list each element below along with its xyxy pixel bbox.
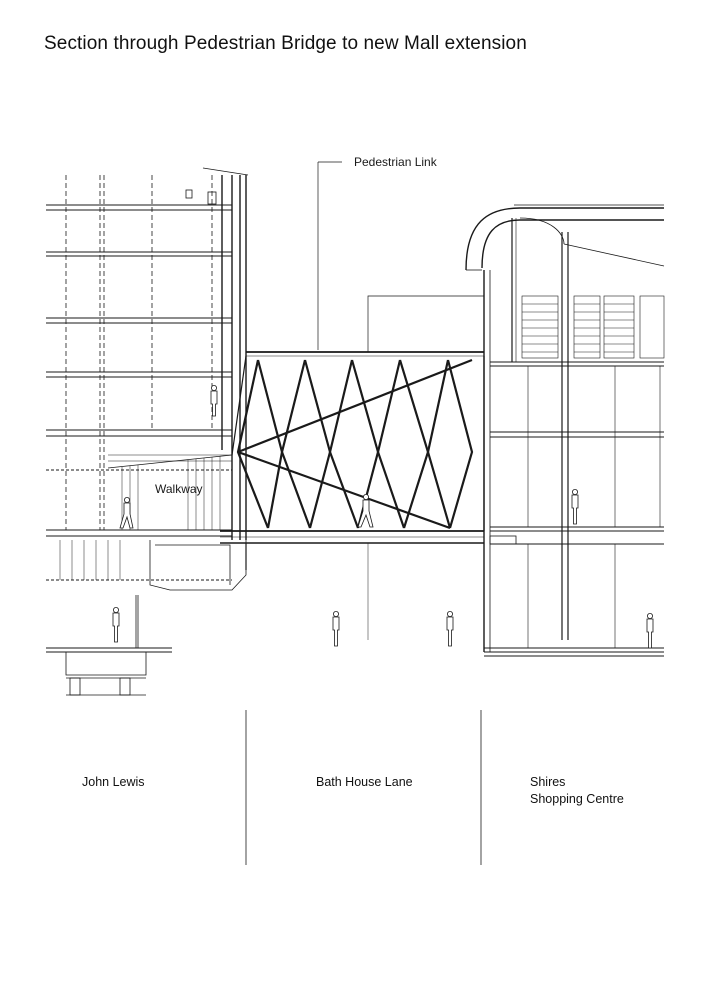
walkway: Walkway <box>107 454 233 530</box>
john-lewis-building <box>46 167 249 696</box>
zone-label-shires-line1: Shires <box>530 775 566 789</box>
person-figure <box>357 494 374 528</box>
person-figure <box>332 611 340 647</box>
walkway-label: Walkway <box>155 482 203 496</box>
shires-building <box>465 204 665 657</box>
drawing-title: Section through Pedestrian Bridge to new… <box>44 33 527 54</box>
zone-label-bath-house-lane: Bath House Lane <box>316 775 413 789</box>
person-figure <box>446 611 454 647</box>
zone-label-john-lewis: John Lewis <box>82 775 145 789</box>
zone-dividers <box>245 710 482 865</box>
person-figure <box>112 607 120 643</box>
pedestrian-bridge <box>220 351 485 544</box>
person-figure <box>210 385 218 417</box>
human-figures <box>112 385 654 649</box>
person-figure <box>119 497 134 529</box>
person-figure <box>571 489 579 525</box>
zone-label-shires-line2: Shopping Centre <box>530 792 624 806</box>
person-figure <box>646 613 654 649</box>
pedestrian-link-label: Pedestrian Link <box>354 155 438 169</box>
street-section <box>245 543 369 640</box>
